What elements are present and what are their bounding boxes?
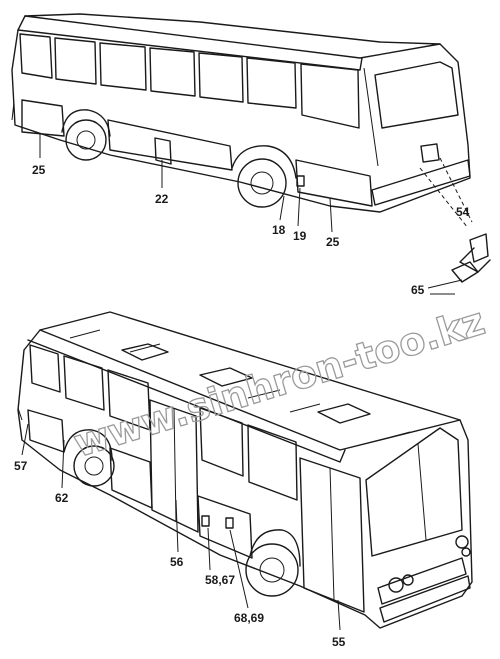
bottom-rear-wheel xyxy=(73,445,115,487)
bottom-rear-light xyxy=(17,407,23,421)
leader-57 xyxy=(21,423,29,456)
side-window-3 xyxy=(99,42,147,91)
top-leader-lines xyxy=(39,134,473,233)
front-grille xyxy=(377,557,467,605)
rear-corner-line xyxy=(363,67,379,167)
front-wheel xyxy=(65,119,107,161)
rear-skirt-panel-22 xyxy=(107,119,233,171)
rear-small-hatch xyxy=(296,175,305,187)
roof-hatch-2 xyxy=(317,403,371,424)
bottom-front-wheel xyxy=(245,543,299,597)
middle-door xyxy=(149,399,199,533)
label-62: 62 xyxy=(55,491,69,505)
front-side-window-2 xyxy=(63,355,105,411)
leader-68-69 xyxy=(229,529,249,609)
headlight-right xyxy=(455,535,469,549)
label-57: 57 xyxy=(14,459,28,473)
rear-wheel xyxy=(237,158,287,208)
license-plate xyxy=(420,143,440,163)
label-54: 54 xyxy=(456,205,470,219)
windshield xyxy=(365,427,463,557)
side-window-4 xyxy=(149,47,196,97)
leader-54-a xyxy=(419,167,469,229)
label-22: 22 xyxy=(155,192,169,206)
rear-bus-roof-edge xyxy=(24,15,441,59)
roof-hatch-3 xyxy=(121,343,169,361)
label-65: 65 xyxy=(411,283,425,297)
headlight-right-inner xyxy=(461,547,471,557)
leader-54-b xyxy=(439,157,473,223)
label-58-67: 58,67 xyxy=(205,573,235,587)
rear-skirt-panel-25 xyxy=(21,99,65,137)
label-25-rear-skirt: 25 xyxy=(326,235,340,249)
rear-wheel-arch xyxy=(231,145,297,179)
rear-skirt-flap xyxy=(154,137,172,165)
bracket-plate xyxy=(469,233,489,263)
bracket-arm xyxy=(459,247,491,273)
skirt-panel-57 xyxy=(27,409,65,453)
rear-skirt-panel-rear xyxy=(295,159,373,207)
leader-19 xyxy=(297,187,301,227)
front-bus-body xyxy=(17,311,473,629)
front-light xyxy=(11,101,15,121)
windshield-split xyxy=(417,443,427,541)
front-side-window-4 xyxy=(199,407,244,477)
side-window-2 xyxy=(54,37,97,85)
rear-bumper xyxy=(371,159,471,206)
bottom-front-wheel-hub xyxy=(259,557,285,583)
front-door-split xyxy=(329,467,335,601)
label-19: 19 xyxy=(293,229,307,243)
label-56: 56 xyxy=(170,555,184,569)
roof-segments xyxy=(69,329,411,441)
front-bus-roof-edge xyxy=(39,329,461,451)
service-hatch-58 xyxy=(201,515,210,527)
side-window-1 xyxy=(19,33,53,79)
service-hatch-68 xyxy=(225,517,234,529)
leader-25b xyxy=(329,197,333,233)
side-window-5 xyxy=(198,52,244,103)
front-wheel-hub xyxy=(76,130,96,150)
leader-65 xyxy=(427,279,463,289)
leader-18 xyxy=(279,195,285,221)
front-door xyxy=(299,457,365,613)
skirt-panel-58 xyxy=(197,495,253,559)
leader-55 xyxy=(337,599,341,631)
label-18: 18 xyxy=(272,223,286,237)
leader-58-67 xyxy=(207,527,211,571)
bracket-part-54 xyxy=(427,233,491,295)
front-bus-roof-line xyxy=(27,339,346,463)
bracket-foot xyxy=(451,261,479,283)
bottom-rear-wheel-arch xyxy=(63,429,113,461)
roof-hatch-1 xyxy=(199,367,253,387)
rear-bus-body xyxy=(11,13,471,213)
bottom-rear-wheel-hub xyxy=(84,456,104,476)
headlight-left-inner xyxy=(402,574,414,586)
front-side-window-5 xyxy=(247,424,298,501)
headlight-left xyxy=(388,577,404,593)
leader-62 xyxy=(61,439,65,489)
bottom-front-wheel-arch xyxy=(249,529,301,567)
front-side-window-1 xyxy=(29,344,61,393)
label-25-front-skirt: 25 xyxy=(32,163,46,177)
label-68-69: 68,69 xyxy=(234,611,264,625)
rear-window xyxy=(374,61,459,129)
rear-wheel-hub xyxy=(250,171,274,195)
label-55: 55 xyxy=(332,635,346,649)
rear-bus-roof-line xyxy=(17,29,363,71)
front-bumper xyxy=(379,575,471,623)
side-window-6 xyxy=(246,57,297,109)
side-window-7 xyxy=(300,63,360,129)
front-wheel-arch xyxy=(61,109,111,137)
rear-view-bus xyxy=(11,13,471,213)
bottom-leader-lines xyxy=(21,423,341,631)
leader-56 xyxy=(175,499,179,553)
watermark: www.sinhron-too.kz xyxy=(69,299,490,466)
